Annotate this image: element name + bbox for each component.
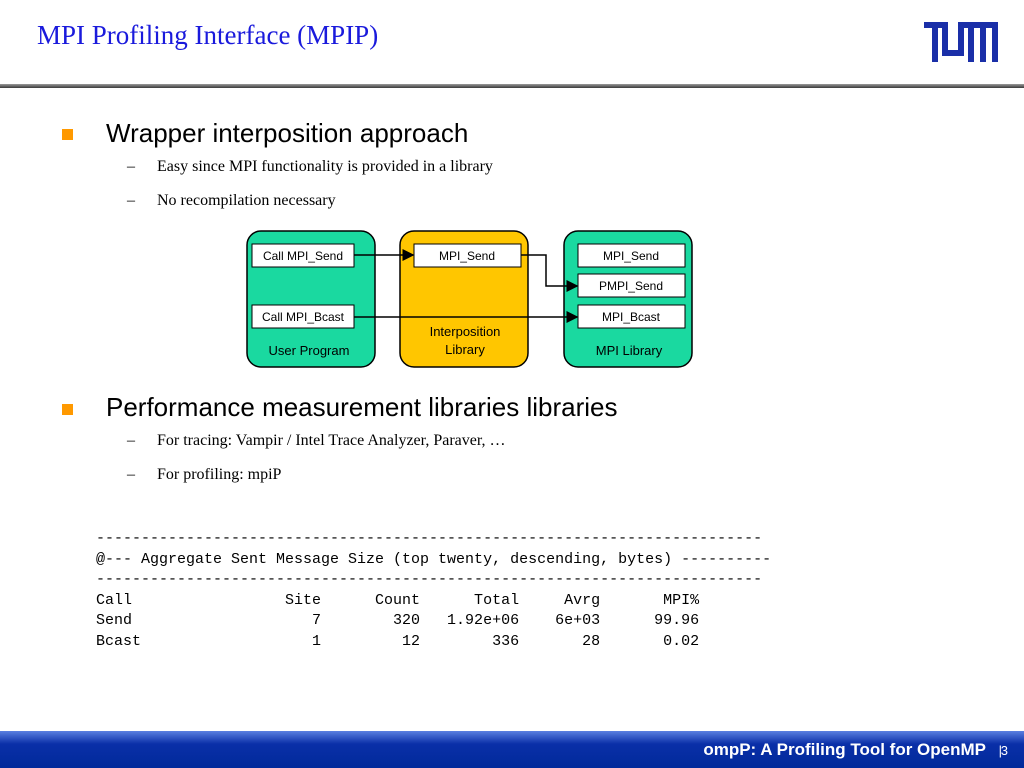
bullet-marker [62,404,73,415]
lib-mpi-send-box [577,243,686,268]
bullet-heading: Performance measurement libraries librar… [106,392,618,422]
mpip-report: ----------------------------------------… [96,529,771,652]
sub-point: –Easy since MPI functionality is provide… [127,158,493,175]
sub-point: –For tracing: Vampir / Intel Trace Analy… [127,432,506,449]
mpi-library-label: MPI Library [596,343,663,358]
call-mpi-bcast-label: Call MPI_Bcast [262,310,345,324]
slide-header: MPI Profiling Interface (MPIP) [0,0,1024,88]
footer-separator: | [998,743,1002,758]
interposition-diagram: Call MPI_Send Call MPI_Bcast User Progra… [246,230,693,368]
sub-point: –No recompilation necessary [127,192,336,209]
call-mpi-send-label: Call MPI_Send [263,249,343,263]
user-program-label: User Program [269,343,350,358]
bullet-heading: Wrapper interposition approach [106,118,469,148]
lib-mpi-send-label: MPI_Send [603,249,659,263]
report-rule: ----------------------------------------… [96,571,763,588]
interposition-label-1: Interposition [430,324,501,339]
arrow-interposition-to-pmpi [521,254,579,292]
report-rule: ----------------------------------------… [96,530,763,547]
footer-title: ompP: A Profiling Tool for OpenMP [703,740,986,759]
report-heading: @--- Aggregate Sent Message Size (top tw… [96,550,772,568]
bullet-marker [62,129,73,140]
interposition-label-2: Library [445,342,485,357]
report-header-row: Call Site Count Total Avrg MPI% [96,591,700,609]
report-row: Send 7 320 1.92e+06 6e+03 99.96 [96,612,700,629]
lib-mpi-bcast-label: MPI_Bcast [602,310,661,324]
slide-title: MPI Profiling Interface (MPIP) [37,20,379,50]
slide-footer: ompP: A Profiling Tool for OpenMP | 3 [0,731,1024,768]
interposition-send-label: MPI_Send [439,249,495,263]
tum-logo-icon [924,22,998,62]
page-number: 3 [1000,743,1008,758]
sub-point: –For profiling: mpiP [127,466,282,483]
lib-pmpi-send-label: PMPI_Send [599,279,663,293]
header-divider [0,84,1024,88]
report-row: Bcast 1 12 336 28 0.02 [96,632,700,650]
